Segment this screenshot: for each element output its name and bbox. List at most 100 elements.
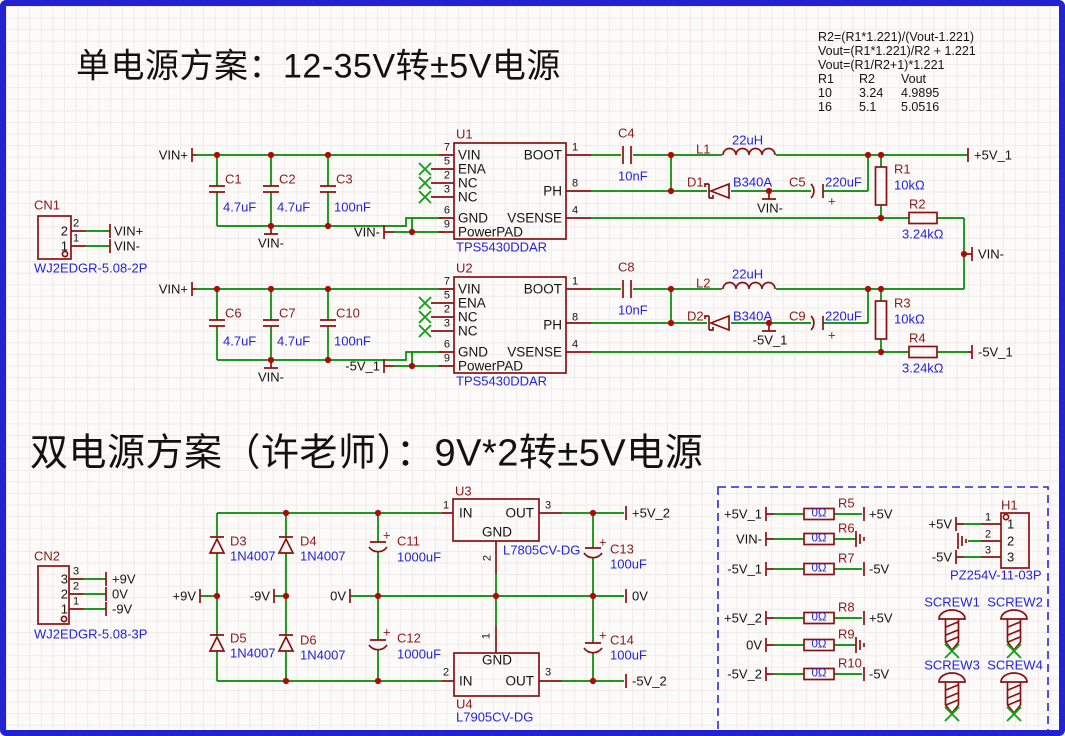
ref-l2: L2 — [696, 275, 711, 291]
ref-u1: U1 — [456, 126, 473, 142]
r5-body — [803, 507, 835, 521]
h1-pin2-inner: 2 — [1007, 533, 1015, 549]
u2-name-boot: BOOT — [523, 281, 562, 297]
u4-name-in: IN — [459, 673, 473, 689]
r5-in: +5V_1 — [724, 506, 762, 522]
val-c4: 10nF — [618, 168, 648, 184]
cn1-body — [37, 215, 72, 260]
u1-pin6: 6 — [443, 204, 450, 217]
val-c6: 4.7uF — [223, 333, 257, 349]
cn2-pin1-inner: 1 — [60, 601, 68, 617]
cn2-pin1-marker — [60, 615, 68, 623]
ref-u3: U3 — [455, 483, 472, 499]
val-r6: 0Ω — [811, 532, 827, 545]
val-r9: 0Ω — [811, 638, 827, 651]
net-m9v-mid: -9V — [249, 588, 270, 604]
ref-r9: R9 — [838, 626, 855, 642]
r5-out: +5V — [869, 506, 893, 522]
val-d2: B340A — [733, 308, 773, 324]
h1-pin1-marker — [1002, 513, 1010, 521]
val-r8: 0Ω — [811, 611, 827, 624]
ref-cn1: CN1 — [34, 197, 61, 213]
h1-pin2-num: 2 — [985, 528, 992, 541]
ref-c6: C6 — [225, 305, 242, 321]
u1-pin1: 1 — [572, 141, 579, 154]
ref-h1: H1 — [1001, 497, 1018, 513]
val-c10: 100nF — [334, 333, 371, 349]
ref-r5: R5 — [838, 495, 855, 511]
u1-name-nc2: NC — [458, 189, 478, 205]
formula-table-cell: 5.0516 — [901, 99, 940, 114]
u2-name-gnd: GND — [458, 344, 488, 360]
ref-c14: C14 — [610, 632, 634, 648]
ref-c11: C11 — [397, 533, 420, 549]
val-c7: 4.7uF — [277, 333, 311, 349]
formula-table-header: R2 — [859, 71, 875, 86]
r9-in: 0V — [746, 637, 762, 653]
net-vin-plus-b: VIN+ — [158, 281, 188, 297]
r10-in: -5V_2 — [727, 666, 762, 682]
val-r1: 10kΩ — [894, 177, 925, 193]
u3-name-gnd: GND — [482, 524, 512, 540]
ref-r3: R3 — [894, 295, 911, 311]
net-p9v-mid: +9V — [172, 588, 197, 604]
u1-name-boot: BOOT — [523, 147, 562, 163]
c12-plus: + — [383, 624, 391, 640]
cn1-net-vin-plus: VIN+ — [114, 223, 144, 239]
r6-in: VIN- — [736, 531, 762, 547]
net-vin-minus-d1: VIN- — [757, 200, 783, 216]
net-vin-minus-caps-b: VIN- — [258, 369, 284, 385]
h1-pin3-num: 3 — [985, 544, 992, 557]
val-r3: 10kΩ — [894, 311, 925, 327]
ref-c7: C7 — [279, 305, 296, 321]
cn1-pin1-num: 1 — [73, 232, 80, 245]
u1-name-vsense: VSENSE — [507, 210, 562, 226]
val-l2: 22uH — [732, 266, 764, 282]
u4-pin2: 2 — [443, 666, 450, 679]
formula-line-1: R2=(R1*1.221)/(Vout-1.221) — [818, 29, 974, 44]
u1-pin5: 5 — [443, 155, 450, 168]
net-0v-right: 0V — [632, 588, 648, 604]
val-c5: 220uF — [825, 174, 862, 190]
u3-pin3: 3 — [545, 499, 552, 512]
u4-pin3: 3 — [545, 666, 552, 679]
net-vin-minus-u1: VIN- — [354, 224, 380, 240]
formula-line-2: Vout=(R1*1.221)/R2 + 1.221 — [818, 43, 976, 58]
u2-pin1: 1 — [572, 275, 579, 288]
ref-r8: R8 — [838, 599, 855, 615]
net-m5v1-right: -5V_1 — [978, 344, 1013, 360]
cn2-net-p9v: +9V — [112, 571, 136, 587]
h1-net-m5v: -5V — [931, 549, 952, 565]
val-c9: 220uF — [825, 308, 862, 324]
ref-d3: D3 — [230, 533, 247, 549]
ref-r6: R6 — [838, 520, 855, 536]
c14-plus: + — [599, 627, 607, 643]
val-u1: TPS5430DDAR — [456, 239, 548, 255]
r8-body — [803, 611, 835, 625]
net-vin-plus-a: VIN+ — [158, 147, 188, 163]
r8-in: +5V_2 — [724, 610, 762, 626]
r1-body — [874, 166, 888, 206]
r8-out: +5V — [869, 610, 893, 626]
cn1-pin1-marker — [61, 250, 69, 258]
val-c11: 1000uF — [397, 549, 442, 565]
ref-r2: R2 — [909, 196, 926, 212]
r10-body — [803, 667, 835, 681]
u1-name-powerpad: PowerPAD — [458, 224, 524, 240]
ref-c5: C5 — [789, 174, 806, 190]
val-c8: 10nF — [618, 302, 648, 318]
u3-pin2: 2 — [481, 554, 494, 562]
r7-body — [803, 562, 835, 576]
u2-pin2: 2 — [443, 303, 450, 316]
ref-c3: C3 — [336, 171, 353, 187]
cn2-pin3-inner: 3 — [60, 571, 68, 587]
u1-pin3: 3 — [443, 183, 450, 196]
u1-name-gnd: GND — [458, 210, 488, 226]
ref-d5: D5 — [230, 630, 247, 646]
u2-pin8: 8 — [572, 311, 579, 324]
schematic-graphics — [37, 142, 1049, 730]
u3-name-in: IN — [459, 505, 473, 521]
c9-plus: + — [828, 327, 836, 343]
